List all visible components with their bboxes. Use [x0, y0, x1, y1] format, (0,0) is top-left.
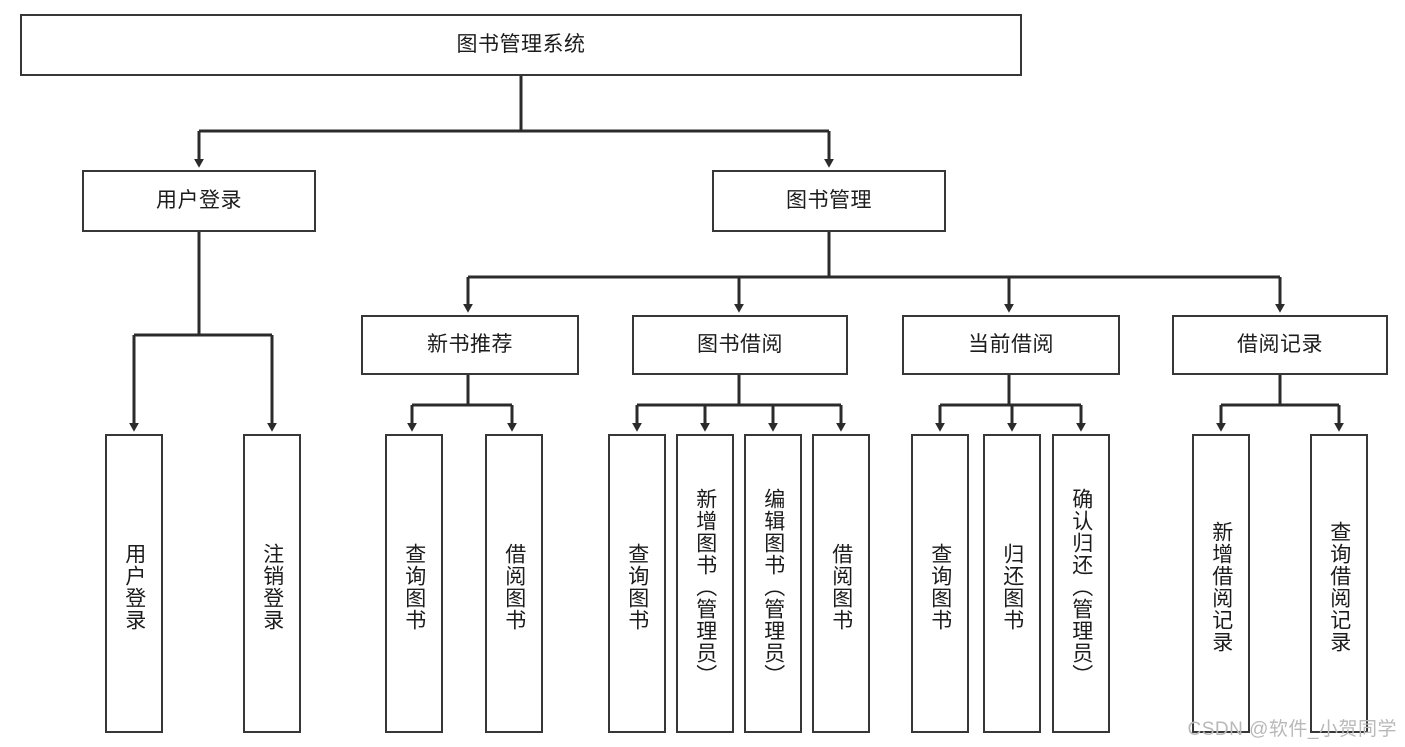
node-book-borrow-label: 图书借阅 — [697, 333, 783, 357]
node-root-label: 图书管理系统 — [456, 33, 586, 57]
leaf-logout[interactable]: 注销登录 — [243, 434, 301, 733]
leaf-edit-book-label: 编辑图书（管理员） — [761, 487, 785, 686]
leaf-add-book[interactable]: 新增图书（管理员） — [676, 434, 734, 733]
leaf-borrow-book-2[interactable]: 借阅图书 — [812, 434, 870, 733]
leaf-edit-book[interactable]: 编辑图书（管理员） — [744, 434, 802, 733]
leaf-query-book-1-label: 查询图书 — [402, 542, 426, 631]
leaf-borrow-book-1-label: 借阅图书 — [502, 542, 526, 631]
node-book-borrow[interactable]: 图书借阅 — [632, 315, 848, 375]
leaf-query-book-3[interactable]: 查询图书 — [911, 434, 969, 733]
node-user-login-label: 用户登录 — [156, 189, 242, 213]
node-current-borrow-label: 当前借阅 — [968, 333, 1054, 357]
leaf-return-book[interactable]: 归还图书 — [983, 434, 1041, 733]
node-new-book-recommend-label: 新书推荐 — [427, 333, 513, 357]
leaf-query-book-2[interactable]: 查询图书 — [608, 434, 666, 733]
leaf-user-login-label: 用户登录 — [122, 542, 146, 631]
leaf-confirm-return[interactable]: 确认归还（管理员） — [1052, 434, 1110, 733]
node-user-login[interactable]: 用户登录 — [82, 170, 316, 232]
leaf-return-book-label: 归还图书 — [1000, 542, 1024, 631]
node-book-manage[interactable]: 图书管理 — [712, 170, 946, 232]
leaf-logout-label: 注销登录 — [260, 542, 284, 631]
watermark-text: CSDN @软件_小贺同学 — [1187, 719, 1397, 740]
leaf-add-book-label: 新增图书（管理员） — [693, 487, 717, 686]
leaf-query-record[interactable]: 查询借阅记录 — [1310, 434, 1368, 733]
node-current-borrow[interactable]: 当前借阅 — [902, 315, 1120, 375]
node-root[interactable]: 图书管理系统 — [20, 14, 1022, 76]
node-borrow-record-label: 借阅记录 — [1237, 333, 1323, 357]
node-book-manage-label: 图书管理 — [786, 189, 872, 213]
leaf-user-login[interactable]: 用户登录 — [105, 434, 163, 733]
leaf-query-book-1[interactable]: 查询图书 — [385, 434, 443, 733]
leaf-add-record-label: 新增借阅记录 — [1209, 520, 1233, 653]
node-new-book-recommend[interactable]: 新书推荐 — [361, 315, 579, 375]
leaf-query-record-label: 查询借阅记录 — [1327, 520, 1351, 653]
leaf-query-book-2-label: 查询图书 — [625, 542, 649, 631]
leaf-add-record[interactable]: 新增借阅记录 — [1192, 434, 1250, 733]
leaf-borrow-book-1[interactable]: 借阅图书 — [485, 434, 543, 733]
leaf-query-book-3-label: 查询图书 — [928, 542, 952, 631]
leaf-confirm-return-label: 确认归还（管理员） — [1069, 487, 1093, 686]
leaf-borrow-book-2-label: 借阅图书 — [829, 542, 853, 631]
node-borrow-record[interactable]: 借阅记录 — [1172, 315, 1388, 375]
